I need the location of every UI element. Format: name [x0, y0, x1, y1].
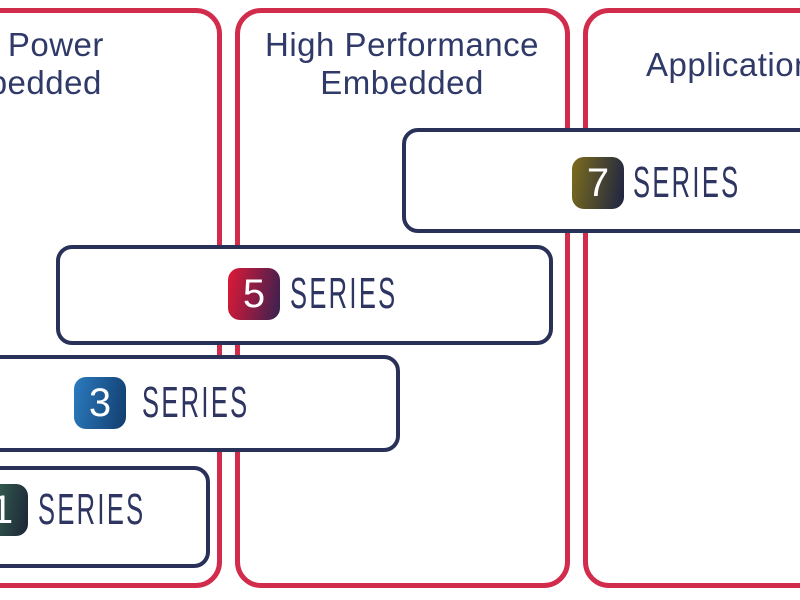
column-heading-application: Application: [646, 46, 800, 84]
column-heading-low-power: Low Power Embedded: [0, 26, 170, 102]
series-1-box: [0, 466, 210, 568]
series-7-number: 7: [586, 161, 610, 205]
series-3-number: 3: [88, 381, 112, 425]
column-application: [583, 8, 800, 588]
series-1-number: 1: [0, 488, 14, 532]
series-3-label: SERIES: [142, 378, 250, 427]
series-3-badge-icon: 3: [74, 377, 126, 429]
heading-line: High Performance: [265, 26, 539, 63]
series-1-badge-icon: 1: [0, 484, 28, 536]
heading-line: Application: [646, 46, 800, 83]
series-5-badge-icon: 5: [228, 268, 280, 320]
heading-line: Low Power: [0, 26, 104, 63]
series-5-number: 5: [242, 272, 266, 316]
column-heading-high-performance: High Performance Embedded: [252, 26, 552, 102]
series-5-label: SERIES: [290, 269, 398, 318]
series-5-box: [56, 245, 553, 345]
heading-line: Embedded: [320, 64, 484, 101]
series-7-label: SERIES: [633, 158, 741, 207]
series-1-label: SERIES: [38, 485, 146, 534]
series-7-badge-icon: 7: [572, 157, 624, 209]
series-3-box: [0, 355, 400, 452]
heading-line: Embedded: [0, 64, 102, 101]
